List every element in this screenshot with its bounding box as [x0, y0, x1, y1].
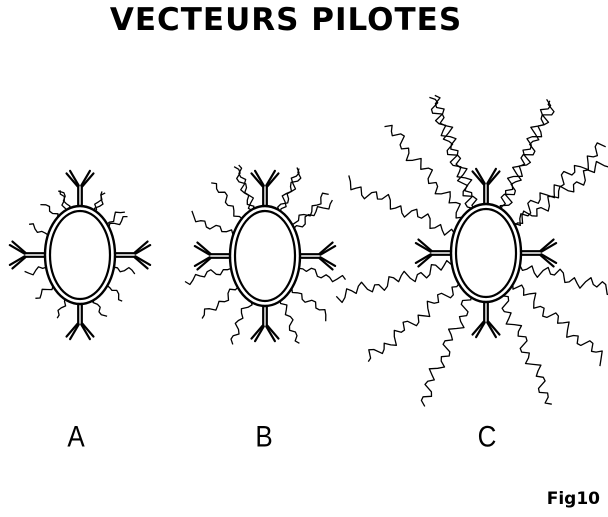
antibody-icon: [67, 171, 94, 206]
panel-b-vector: [185, 165, 346, 344]
antibody-icon: [195, 243, 230, 270]
polymer-chain: [513, 283, 602, 366]
polymer-chain: [29, 224, 48, 235]
liposome-inner-membrane: [235, 211, 295, 301]
panel-a-vector: [10, 171, 150, 339]
antibody-icon: [521, 240, 556, 267]
polymer-chain: [501, 296, 552, 405]
polymer-chain: [368, 283, 459, 361]
panel-c-vector: [336, 95, 608, 406]
polymer-chain: [107, 285, 122, 301]
polymer-chain: [40, 205, 58, 219]
polymer-chain: [185, 268, 231, 284]
polymer-chain: [292, 287, 326, 321]
antibody-icon: [10, 242, 45, 269]
polymer-chain: [292, 193, 329, 225]
panel-c-label: C: [467, 419, 507, 455]
polymer-chain: [299, 268, 346, 281]
polymer-chain: [25, 267, 47, 275]
liposome-inner-membrane: [50, 211, 110, 299]
antibody-icon: [252, 171, 279, 206]
polymer-chain: [202, 287, 238, 319]
polymer-chain: [336, 261, 452, 303]
figure-number: Fig10: [547, 489, 600, 509]
antibody-icon: [300, 243, 335, 270]
polymer-chain: [385, 125, 464, 218]
antibody-icon: [115, 242, 150, 269]
polymer-chain: [435, 95, 474, 208]
antibody-icon: [67, 304, 94, 339]
polymer-chain: [294, 200, 333, 228]
polymer-chain: [280, 300, 300, 344]
panel-b-label: B: [244, 419, 284, 455]
polymer-chain: [192, 211, 233, 236]
panel-a-label: A: [56, 419, 96, 455]
polymer-chain: [278, 168, 299, 213]
antibody-icon: [473, 302, 500, 337]
polymer-chain: [211, 183, 242, 219]
polymer-chain: [57, 298, 65, 319]
liposome-inner-membrane: [456, 209, 516, 297]
polymer-chain: [349, 175, 455, 235]
polymer-chain: [501, 101, 554, 211]
polymer-chain: [114, 267, 135, 274]
antibody-icon: [252, 306, 279, 341]
polymer-chain: [35, 285, 53, 298]
polymer-chain: [231, 300, 252, 345]
